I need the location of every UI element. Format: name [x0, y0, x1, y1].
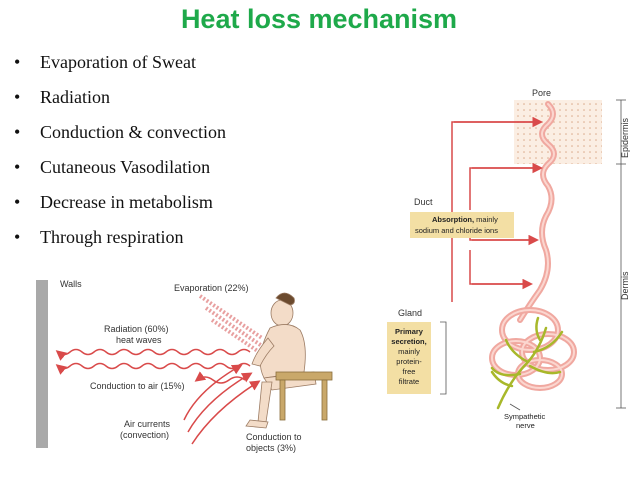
absorption-rest-label: mainly — [474, 215, 498, 224]
list-item-label: Evaporation of Sweat — [40, 52, 196, 72]
list-item: • Decrease in metabolism — [14, 190, 226, 225]
list-item-label: Radiation — [40, 87, 110, 107]
bullet-icon: • — [14, 87, 21, 107]
air-currents-label: Air currents — [124, 419, 171, 429]
secretion-box — [387, 322, 431, 394]
mechanism-list: • Evaporation of Sweat • Radiation • Conduc… — [14, 50, 226, 260]
conduction-air-arrow — [194, 371, 246, 384]
wall-bar — [36, 280, 48, 448]
secretion-label-4: protein- — [396, 357, 422, 366]
page-title: Heat loss mechanism — [180, 4, 458, 34]
list-item: • Radiation — [14, 85, 226, 120]
radiation-label: Radiation (60%) — [104, 324, 169, 334]
list-item: • Evaporation of Sweat — [14, 50, 226, 85]
epidermis-label: Epidermis — [620, 117, 630, 158]
convection-arrows — [183, 364, 261, 445]
absorption-label: Absorption, mainly — [432, 215, 498, 224]
evaporation-label: Evaporation (22%) — [174, 283, 249, 293]
radiation-wave-arrow — [55, 348, 251, 361]
pore-label: Pore — [532, 88, 551, 98]
secretion-label-6: filtrate — [399, 377, 419, 386]
radiation-wave-arrow-2 — [55, 362, 251, 375]
sympathetic-nerve — [490, 316, 564, 410]
heat-waves-label: heat waves — [116, 335, 162, 345]
secretion-label-2: secretion, — [391, 337, 426, 346]
secretion-label-3: mainly — [398, 347, 420, 356]
conduction-air-label: Conduction to air (15%) — [90, 381, 185, 391]
gland-label: Gland — [398, 308, 422, 318]
absorption-box — [410, 212, 514, 238]
absorption-ions-label: sodium and chloride ions — [415, 226, 498, 235]
stool-icon — [275, 371, 333, 421]
list-item: • Cutaneous Vasodilation — [14, 155, 226, 190]
secretion-label-1: Primary — [395, 327, 424, 336]
gland-bracket — [440, 321, 447, 395]
nerve-label: nerve — [516, 421, 535, 430]
seated-person-figure — [245, 292, 317, 429]
walls-label: Walls — [60, 279, 82, 289]
list-item-label: Conduction & convection — [40, 122, 226, 142]
bullet-icon: • — [14, 122, 21, 142]
list-item-label: Decrease in metabolism — [40, 192, 213, 212]
list-item-label: Cutaneous Vasodilation — [40, 157, 211, 177]
absorption-bold-label: Absorption, — [432, 215, 474, 224]
bullet-icon: • — [14, 192, 21, 212]
convection-label: (convection) — [120, 430, 169, 440]
layer-bracket — [616, 99, 626, 409]
evaporation-arrows — [198, 294, 264, 356]
list-item-label: Through respiration — [40, 227, 184, 247]
dermis-label: Dermis — [620, 271, 630, 300]
conduction-objects-label: Conduction to — [246, 432, 302, 442]
secretion-label-5: free — [403, 367, 416, 376]
sympathetic-label: Sympathetic — [504, 412, 546, 421]
duct-label: Duct — [414, 197, 433, 207]
conduction-objects-percent-label: objects (3%) — [246, 443, 296, 453]
list-item: • Conduction & convection — [14, 120, 226, 155]
list-item: • Through respiration — [14, 225, 226, 260]
bullet-icon: • — [14, 52, 21, 72]
bullet-icon: • — [14, 227, 21, 247]
bullet-icon: • — [14, 157, 21, 177]
